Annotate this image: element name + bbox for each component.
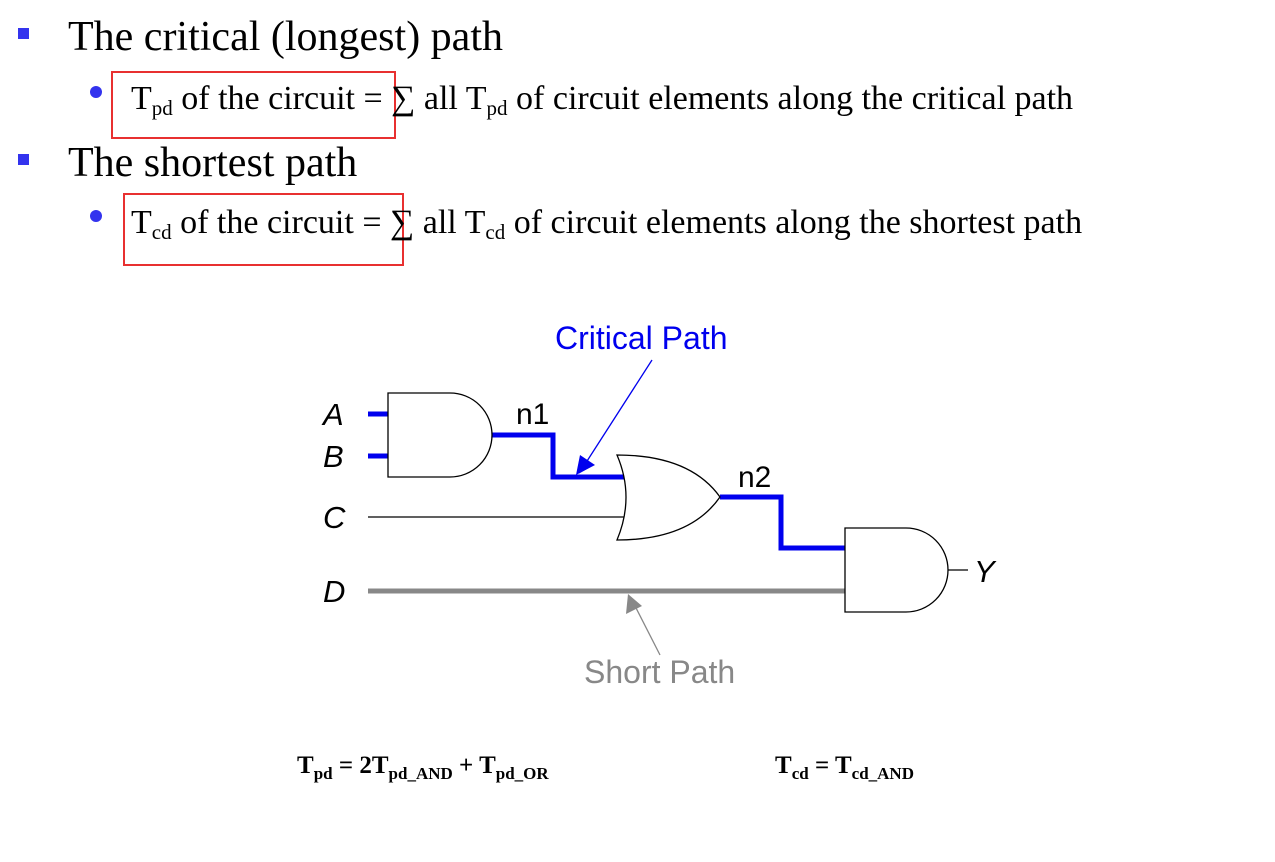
short-path-label: Short Path	[584, 654, 735, 690]
input-label-c: C	[323, 500, 346, 535]
bullet-dot-icon	[90, 86, 102, 98]
tpd-equation: Tpd = 2Tpd_AND + Tpd_OR	[297, 752, 549, 783]
node-label-n2: n2	[738, 461, 771, 494]
or-gate	[616, 454, 721, 541]
short-path-arrow	[631, 599, 661, 656]
input-label-b: B	[323, 439, 344, 474]
tcd-definition: Tcd of the circuit = ∑ all Tcd of circui…	[131, 204, 1083, 244]
wire-n1	[492, 432, 624, 480]
highlight-box-tpd	[111, 71, 396, 139]
bullet-critical-path: The critical (longest) path	[68, 14, 503, 60]
and-gate-2	[844, 527, 949, 613]
bullet-square-icon	[18, 154, 29, 165]
critical-path-arrow	[578, 359, 653, 474]
highlight-box-tcd	[123, 193, 404, 266]
critical-wires	[368, 411, 845, 551]
short-arrowhead-icon	[626, 594, 642, 614]
critical-path-label: Critical Path	[555, 320, 728, 356]
input-label-d: D	[323, 574, 345, 609]
and-gate-1	[387, 392, 493, 478]
node-label-n1: n1	[516, 398, 549, 431]
bullet-square-icon	[18, 28, 29, 39]
input-label-a: A	[321, 397, 344, 432]
tpd-definition: Tpd of the circuit = ∑ all Tpd of circui…	[131, 80, 1074, 120]
bullet-dot-icon	[90, 210, 102, 222]
critical-arrowhead-icon	[576, 455, 595, 475]
wire-n2	[720, 494, 845, 551]
tcd-equation: Tcd = Tcd_AND	[775, 752, 914, 783]
output-label-y: Y	[974, 554, 997, 589]
bullet-shortest-path: The shortest path	[68, 140, 358, 186]
